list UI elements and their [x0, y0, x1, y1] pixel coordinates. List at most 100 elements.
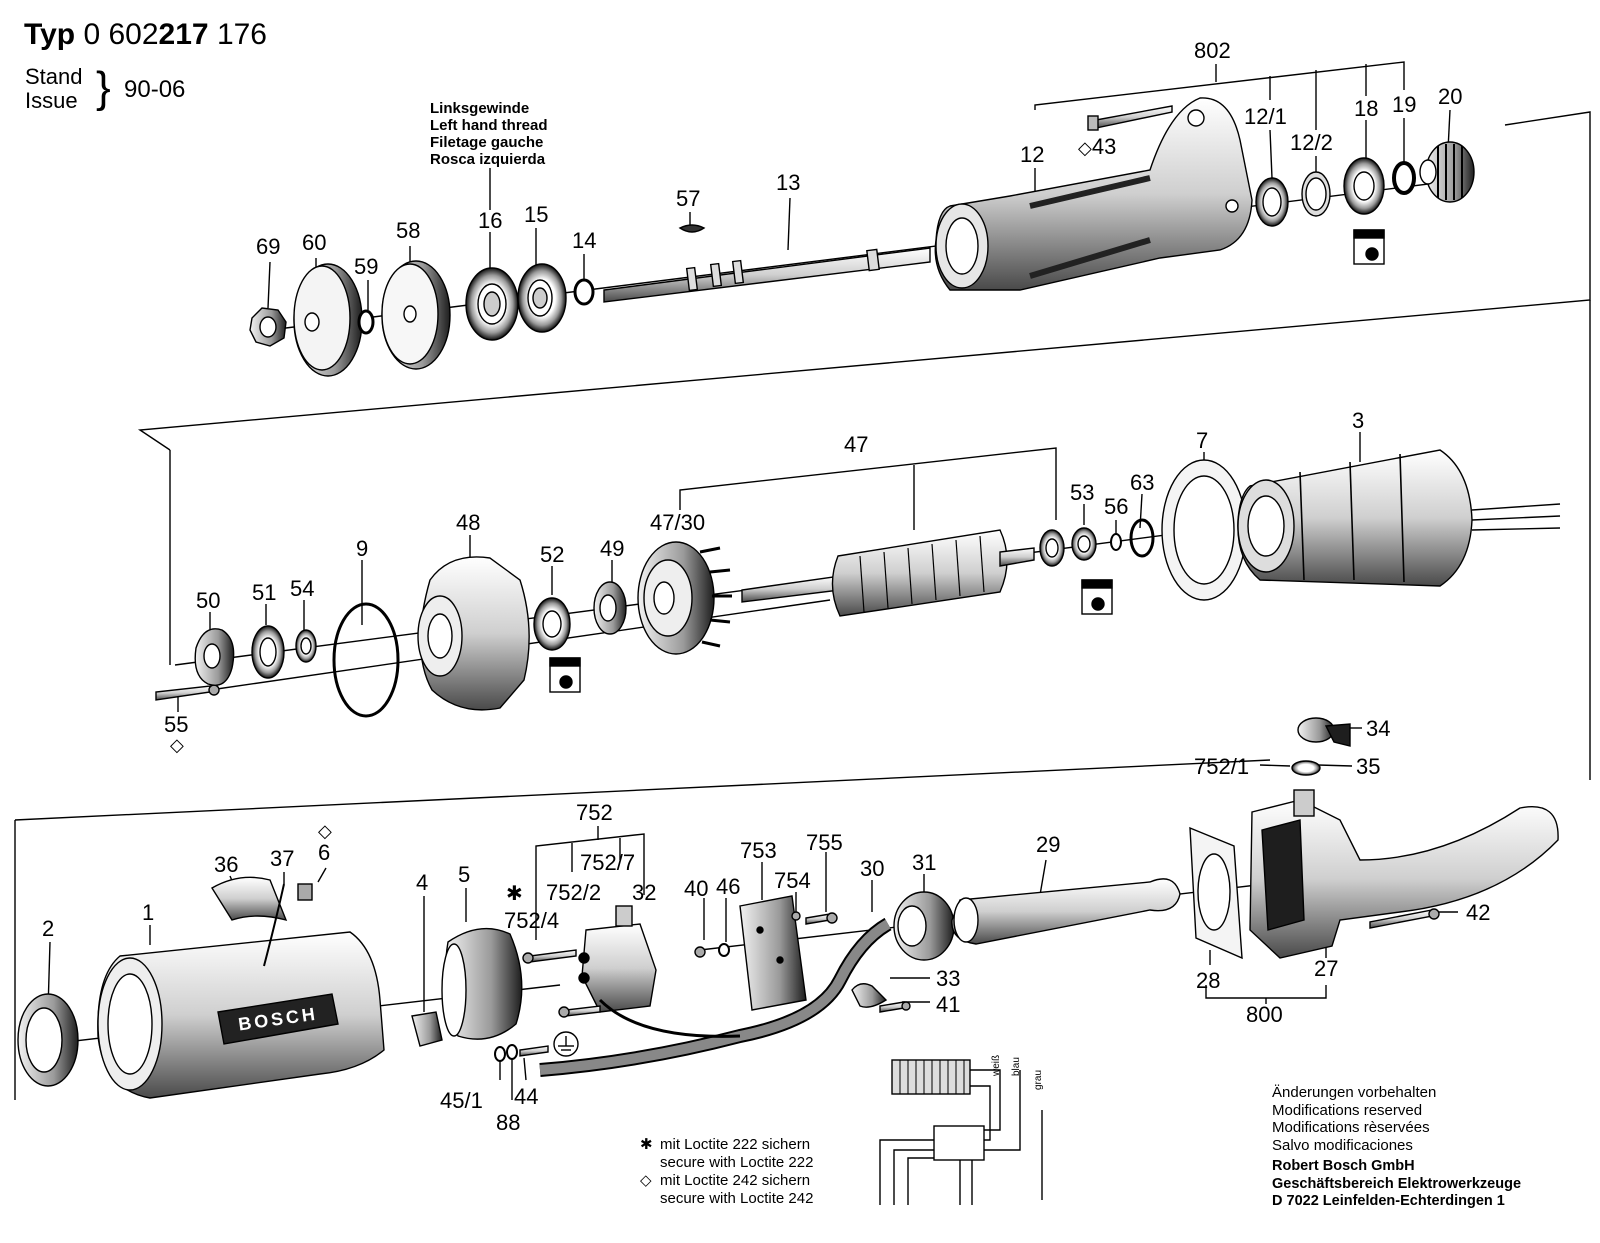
type-part3: 176	[216, 18, 267, 51]
label-19: 19	[1392, 92, 1417, 117]
label-29: 29	[1036, 832, 1061, 857]
part-752-screw-lower	[558, 1005, 601, 1018]
part-755-screw	[805, 912, 838, 925]
label-800: 800	[1246, 1002, 1283, 1027]
part-9-oring	[332, 602, 400, 718]
label-12-1: 12/1	[1244, 104, 1287, 129]
stand-label: Stand	[25, 64, 83, 89]
part-7-baffle	[1161, 459, 1247, 601]
part-56-ring	[1110, 533, 1122, 551]
label-752-2: 752/2	[546, 880, 602, 905]
part-69-nut	[249, 307, 287, 347]
modifications-note: Änderungen vorbehalten Modifications res…	[1272, 1084, 1436, 1154]
label-28: 28	[1196, 968, 1221, 993]
part-52-bearing	[533, 597, 571, 651]
diamond-icon: ◇	[1078, 138, 1092, 158]
part-16-bearing	[465, 267, 519, 341]
label-41: 41	[936, 992, 961, 1017]
label-48: 48	[456, 510, 481, 535]
label-51: 51	[252, 580, 277, 605]
issue-brace: }	[96, 63, 111, 112]
part-18-bearing	[1343, 157, 1385, 215]
label-43: ◇43	[1078, 136, 1116, 158]
part-43-screw	[1087, 105, 1173, 131]
label-58: 58	[396, 218, 421, 243]
part-19-ring	[1392, 161, 1416, 195]
label-42: 42	[1466, 900, 1491, 925]
part-45-1-washer	[494, 1046, 506, 1062]
part-5-cap	[441, 927, 523, 1040]
part-41-screw	[879, 1001, 911, 1013]
label-752-1: 752/1	[1194, 754, 1250, 779]
part-752-4-screw	[522, 949, 577, 964]
label-2: 2	[42, 916, 55, 941]
mod-note-es: Salvo modificaciones	[1272, 1136, 1413, 1154]
label-47: 47	[844, 432, 869, 457]
type-number: Typ 0 602217 176	[24, 20, 267, 50]
label-63: 63	[1130, 470, 1155, 495]
label-755: 755	[806, 830, 843, 855]
label-1: 1	[142, 900, 155, 925]
part-12-2-ring	[1301, 171, 1331, 217]
label-49: 49	[600, 536, 625, 561]
part-33-clamp	[851, 983, 888, 1008]
label-7: 7	[1196, 428, 1209, 453]
grease-can-icon-3	[1081, 579, 1113, 615]
label-57: 57	[676, 186, 701, 211]
part-48-housing	[417, 556, 530, 711]
label-36: 36	[214, 852, 239, 877]
label-35: 35	[1356, 754, 1381, 779]
legend-diamond-row-1: ◇mit Loctite 242 sichern	[640, 1172, 813, 1190]
label-753: 753	[740, 838, 777, 863]
part-44-screw	[519, 1045, 549, 1057]
legend-star-line1: mit Loctite 222 sichern	[660, 1136, 811, 1153]
part-57-key	[678, 224, 706, 233]
mod-note-fr: Modifications rèservées	[1272, 1119, 1430, 1136]
label-4: 4	[416, 870, 429, 895]
thread-note-fr: Filetage gauche	[430, 134, 544, 151]
part-12-1-ring	[1255, 177, 1289, 227]
wire-label-blue: blau	[1011, 1057, 1022, 1076]
label-14: 14	[572, 228, 597, 253]
label-9: 9	[356, 536, 369, 561]
left-hand-thread-note: Linksgewinde Left hand thread Filetage g…	[430, 100, 548, 168]
part-37-wire	[263, 883, 285, 967]
part-63-ring	[1129, 518, 1155, 558]
wire-label-grey: grau	[1033, 1069, 1044, 1090]
label-802: 802	[1194, 38, 1231, 63]
label-59: 59	[354, 254, 379, 279]
part-40-screw	[694, 946, 706, 958]
part-59-ring	[357, 309, 375, 335]
label-752-4-star: ✱	[506, 883, 523, 905]
label-32: 32	[632, 880, 657, 905]
label-754: 754	[774, 868, 811, 893]
company-location: D 7022 Leinfelden-Echterdingen 1	[1272, 1193, 1505, 1209]
ground-symbol-icon	[553, 1031, 579, 1057]
part-58-flange	[381, 260, 451, 370]
issue-label: Issue	[25, 88, 78, 113]
thread-note-en: Left hand thread	[430, 117, 548, 134]
label-33: 33	[936, 966, 961, 991]
grease-can-icon	[1353, 229, 1385, 265]
part-3-stator	[1237, 449, 1561, 587]
legend-star-row-1: ✱mit Loctite 222 sichern	[640, 1136, 813, 1154]
label-40: 40	[684, 876, 709, 901]
label-752: 752	[576, 800, 613, 825]
label-16: 16	[478, 208, 503, 233]
label-55-diamond: ◇	[170, 735, 184, 755]
part-752-switch	[578, 905, 657, 1013]
part-31-grommet	[893, 891, 955, 961]
part-50-plate	[194, 628, 235, 686]
type-part2: 217	[158, 18, 209, 51]
label-30: 30	[860, 856, 885, 881]
part-754-screw	[791, 911, 801, 921]
part-6-screw	[297, 883, 313, 901]
label-69: 69	[256, 234, 281, 259]
part-28-gasket	[1189, 826, 1243, 960]
label-12: 12	[1020, 142, 1045, 167]
legend-diamond-line2: secure with Loctite 242	[660, 1190, 814, 1207]
label-20: 20	[1438, 84, 1463, 109]
part-55-screw	[155, 684, 220, 701]
label-37: 37	[270, 846, 295, 871]
wire-label-white: weiß	[991, 1054, 1002, 1076]
